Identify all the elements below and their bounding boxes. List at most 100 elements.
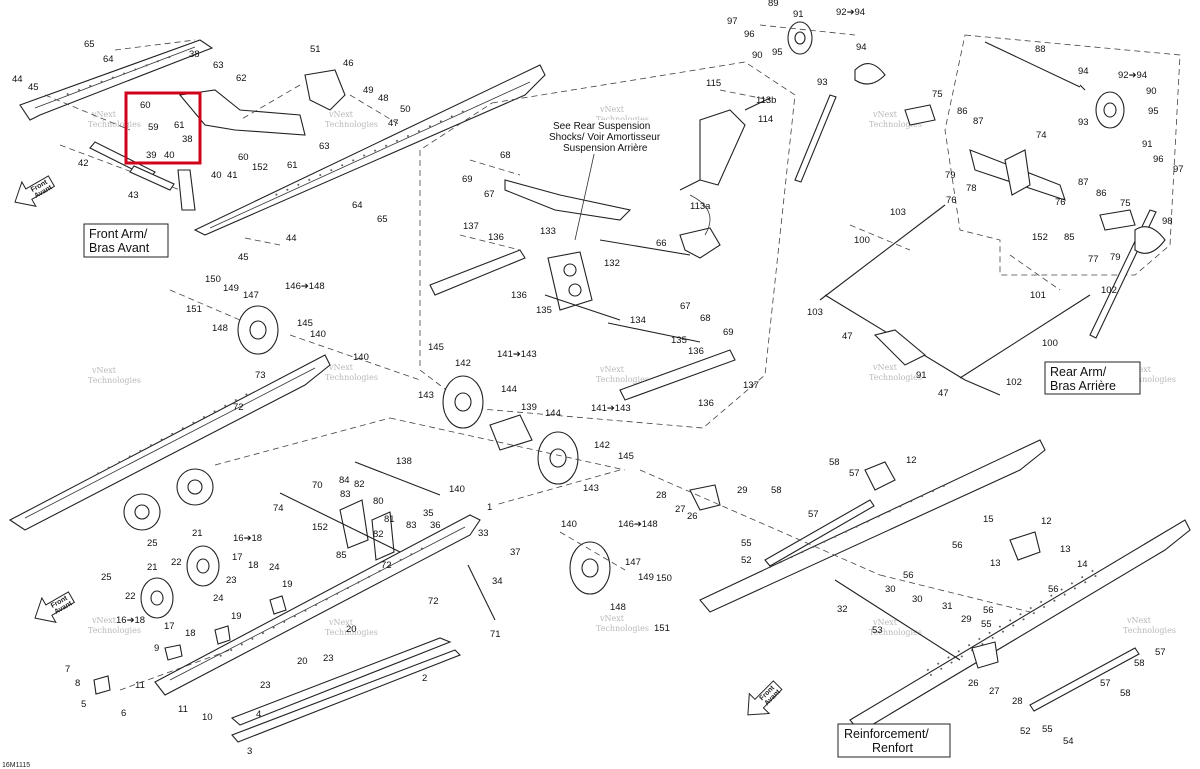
callout-number: 91 (916, 370, 927, 381)
callout-number: 24 (213, 593, 224, 604)
callout-number: 140 (353, 352, 369, 363)
watermark-text: Technologies (325, 628, 378, 637)
rear-arm-assembly (759, 21, 1181, 396)
highlight-box (124, 91, 202, 165)
callout-number: 83 (406, 520, 417, 531)
callout-number: 150 (205, 274, 221, 285)
callout-number: 75 (932, 89, 943, 100)
callout-number: 133 (540, 226, 556, 237)
callout-number: 103 (890, 207, 906, 218)
callout-number: 93 (817, 77, 828, 88)
callout-number: 113b (756, 95, 776, 106)
callout-number: 141➔143 (497, 349, 537, 360)
callout-number: 10 (202, 712, 213, 723)
watermark-text: vNext (599, 614, 625, 623)
watermark-text: Technologies (596, 624, 649, 633)
callout-number: 86 (1096, 188, 1107, 199)
callout-number: 152 (312, 522, 328, 533)
watermark-text: vNext (599, 365, 625, 374)
callout-number: 149 (223, 283, 239, 294)
callout-number: 47 (388, 118, 399, 129)
front-arm-label: Front Arm/ (89, 227, 148, 241)
callout-number: 148 (212, 323, 228, 334)
callout-number: 21 (192, 528, 203, 539)
callout-number: 51 (310, 44, 321, 55)
callout-number: 16➔18 (116, 615, 145, 626)
callout-number: 12 (1041, 516, 1052, 527)
callout-number: 45 (28, 82, 39, 93)
callout-number: 135 (671, 335, 687, 346)
watermark-text: Technologies (88, 626, 141, 635)
callout-number: 96 (744, 29, 755, 40)
callout-number: 56 (983, 605, 994, 616)
callout-number: 81 (384, 514, 395, 525)
note-line-2: Shocks/ Voir Amortisseur (549, 132, 661, 143)
watermark-text: Technologies (596, 115, 649, 124)
callout-number: 31 (942, 601, 953, 612)
callout-number: 12 (906, 455, 917, 466)
callout-number: 36 (430, 520, 441, 531)
callout-number: 24 (269, 562, 280, 573)
callout-number: 102 (1006, 377, 1022, 388)
callout-number: 134 (630, 315, 646, 326)
callout-number: 146➔148 (285, 281, 325, 292)
callout-number: 2 (422, 673, 427, 684)
callout-number: 38 (189, 49, 200, 60)
callout-number: 11 (135, 680, 145, 691)
callout-number: 97 (1173, 164, 1184, 175)
callout-number: 7 (65, 664, 70, 675)
callout-number: 43 (128, 190, 139, 201)
callout-number: 146➔148 (618, 519, 658, 530)
callout-number: 90 (752, 50, 763, 61)
callout-number: 85 (336, 550, 347, 561)
callout-number: 91 (1142, 139, 1153, 150)
watermark-text: Technologies (596, 375, 649, 384)
callout-number: 19 (282, 579, 293, 590)
watermark-text: Technologies (325, 373, 378, 382)
callout-number: 74 (1036, 130, 1047, 141)
callout-number: 145 (297, 318, 313, 329)
callout-number: 67 (484, 189, 495, 200)
callout-number: 40 (211, 170, 222, 181)
callout-number: 151 (654, 623, 670, 634)
callout-number: 5 (81, 699, 86, 710)
callout-number: 69 (723, 327, 734, 338)
watermark-text: Technologies (869, 373, 922, 382)
watermark-text: Technologies (869, 628, 922, 637)
callout-number: 68 (700, 313, 711, 324)
callout-number: 141➔143 (591, 403, 631, 414)
callout-number: 25 (147, 538, 158, 549)
callout-number: 63 (213, 60, 224, 71)
callout-number: 78 (966, 183, 977, 194)
callout-number: 102 (1101, 285, 1117, 296)
watermark-text: Technologies (869, 120, 922, 129)
callout-number: 62 (236, 73, 247, 84)
callout-number: 3 (247, 746, 252, 757)
callout-number: 149 (638, 572, 654, 583)
callout-number: 20 (297, 656, 308, 667)
callout-number: 52 (1020, 726, 1031, 737)
rear-suspension-shock-group (419, 61, 796, 429)
callout-number: 27 (989, 686, 1000, 697)
callout-number: 64 (103, 54, 114, 65)
callout-number: 52 (741, 555, 752, 566)
callout-number: 72 (381, 560, 392, 571)
callout-number: 76 (946, 195, 957, 206)
callout-number: 68 (500, 150, 511, 161)
callout-number: 148 (610, 602, 626, 613)
callout-number: 13 (1060, 544, 1071, 555)
callout-number: 61 (174, 120, 185, 131)
front-arm-assembly (19, 39, 546, 246)
callout-number: 50 (400, 104, 411, 115)
callout-number: 69 (462, 174, 473, 185)
callout-number: 58 (829, 457, 840, 468)
callout-number: 138 (396, 456, 412, 467)
callout-number: 74 (273, 503, 284, 514)
watermark-text: vNext (328, 363, 354, 372)
callout-number: 46 (343, 58, 354, 69)
callout-number: 45 (238, 252, 249, 263)
callout-number: 42 (78, 158, 89, 169)
callout-number: 19 (231, 611, 242, 622)
callout-number: 1 (487, 502, 492, 513)
watermark-text: vNext (872, 618, 898, 627)
